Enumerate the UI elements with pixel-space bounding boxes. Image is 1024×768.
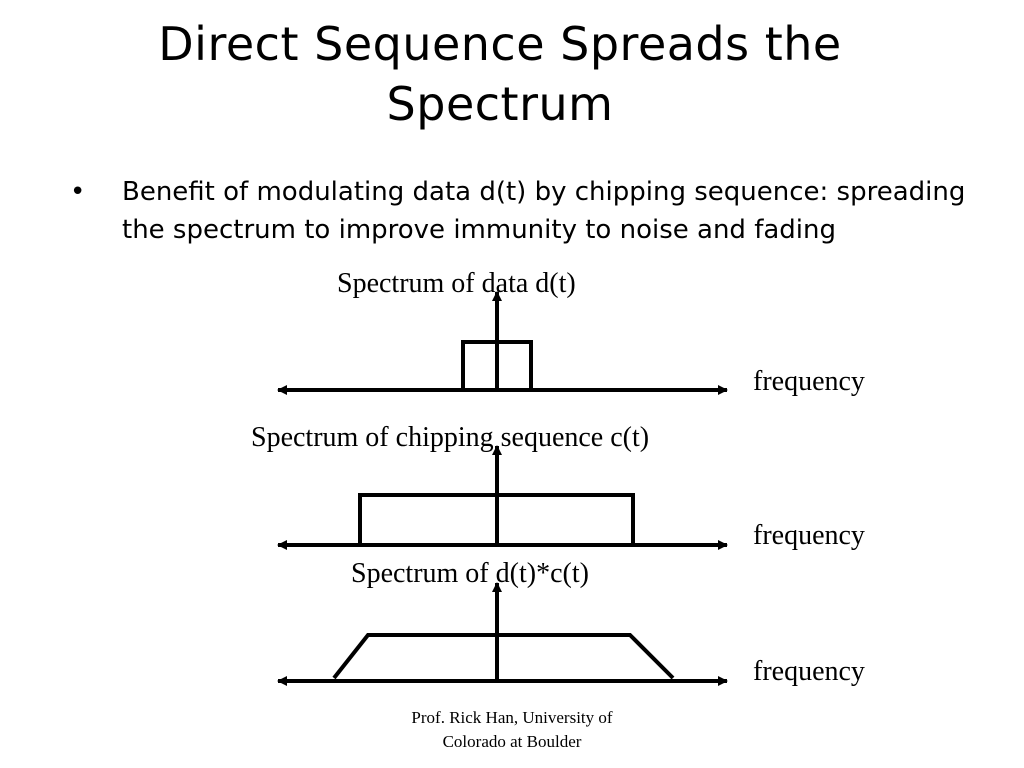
spectrum-1-frequency-label: frequency	[753, 366, 865, 397]
bullet-text: Benefit of modulating data d(t) by chipp…	[122, 177, 966, 245]
footer-line-1: Prof. Rick Han, University of	[411, 708, 613, 727]
spectrum-1-rect-pulse	[461, 340, 533, 390]
slide-title: Direct Sequence Spreads the Spectrum	[0, 14, 1000, 134]
spectrum-2-group	[277, 445, 728, 550]
slide-title-line-1: Direct Sequence Spreads the	[158, 17, 842, 71]
spectrum-3-frequency-label: frequency	[753, 656, 865, 687]
footer-credit: Prof. Rick Han, University of Colorado a…	[372, 706, 652, 754]
spectrum-2-label: Spectrum of chipping sequence c(t)	[251, 422, 650, 453]
slide-title-line-2: Spectrum	[386, 77, 614, 131]
footer-line-2: Colorado at Boulder	[442, 732, 582, 751]
spectrum-2-wide-pulse	[358, 493, 635, 545]
spectrum-3-trapezoid	[332, 633, 675, 680]
bullet-marker: •	[70, 177, 86, 207]
spectrum-1-group	[277, 291, 728, 395]
spectrum-2-frequency-label: frequency	[753, 520, 865, 551]
spectrum-1-label: Spectrum of data d(t)	[337, 268, 576, 299]
spectrum-3-label: Spectrum of d(t)*c(t)	[351, 558, 589, 589]
spectrum-3-group	[277, 582, 728, 686]
